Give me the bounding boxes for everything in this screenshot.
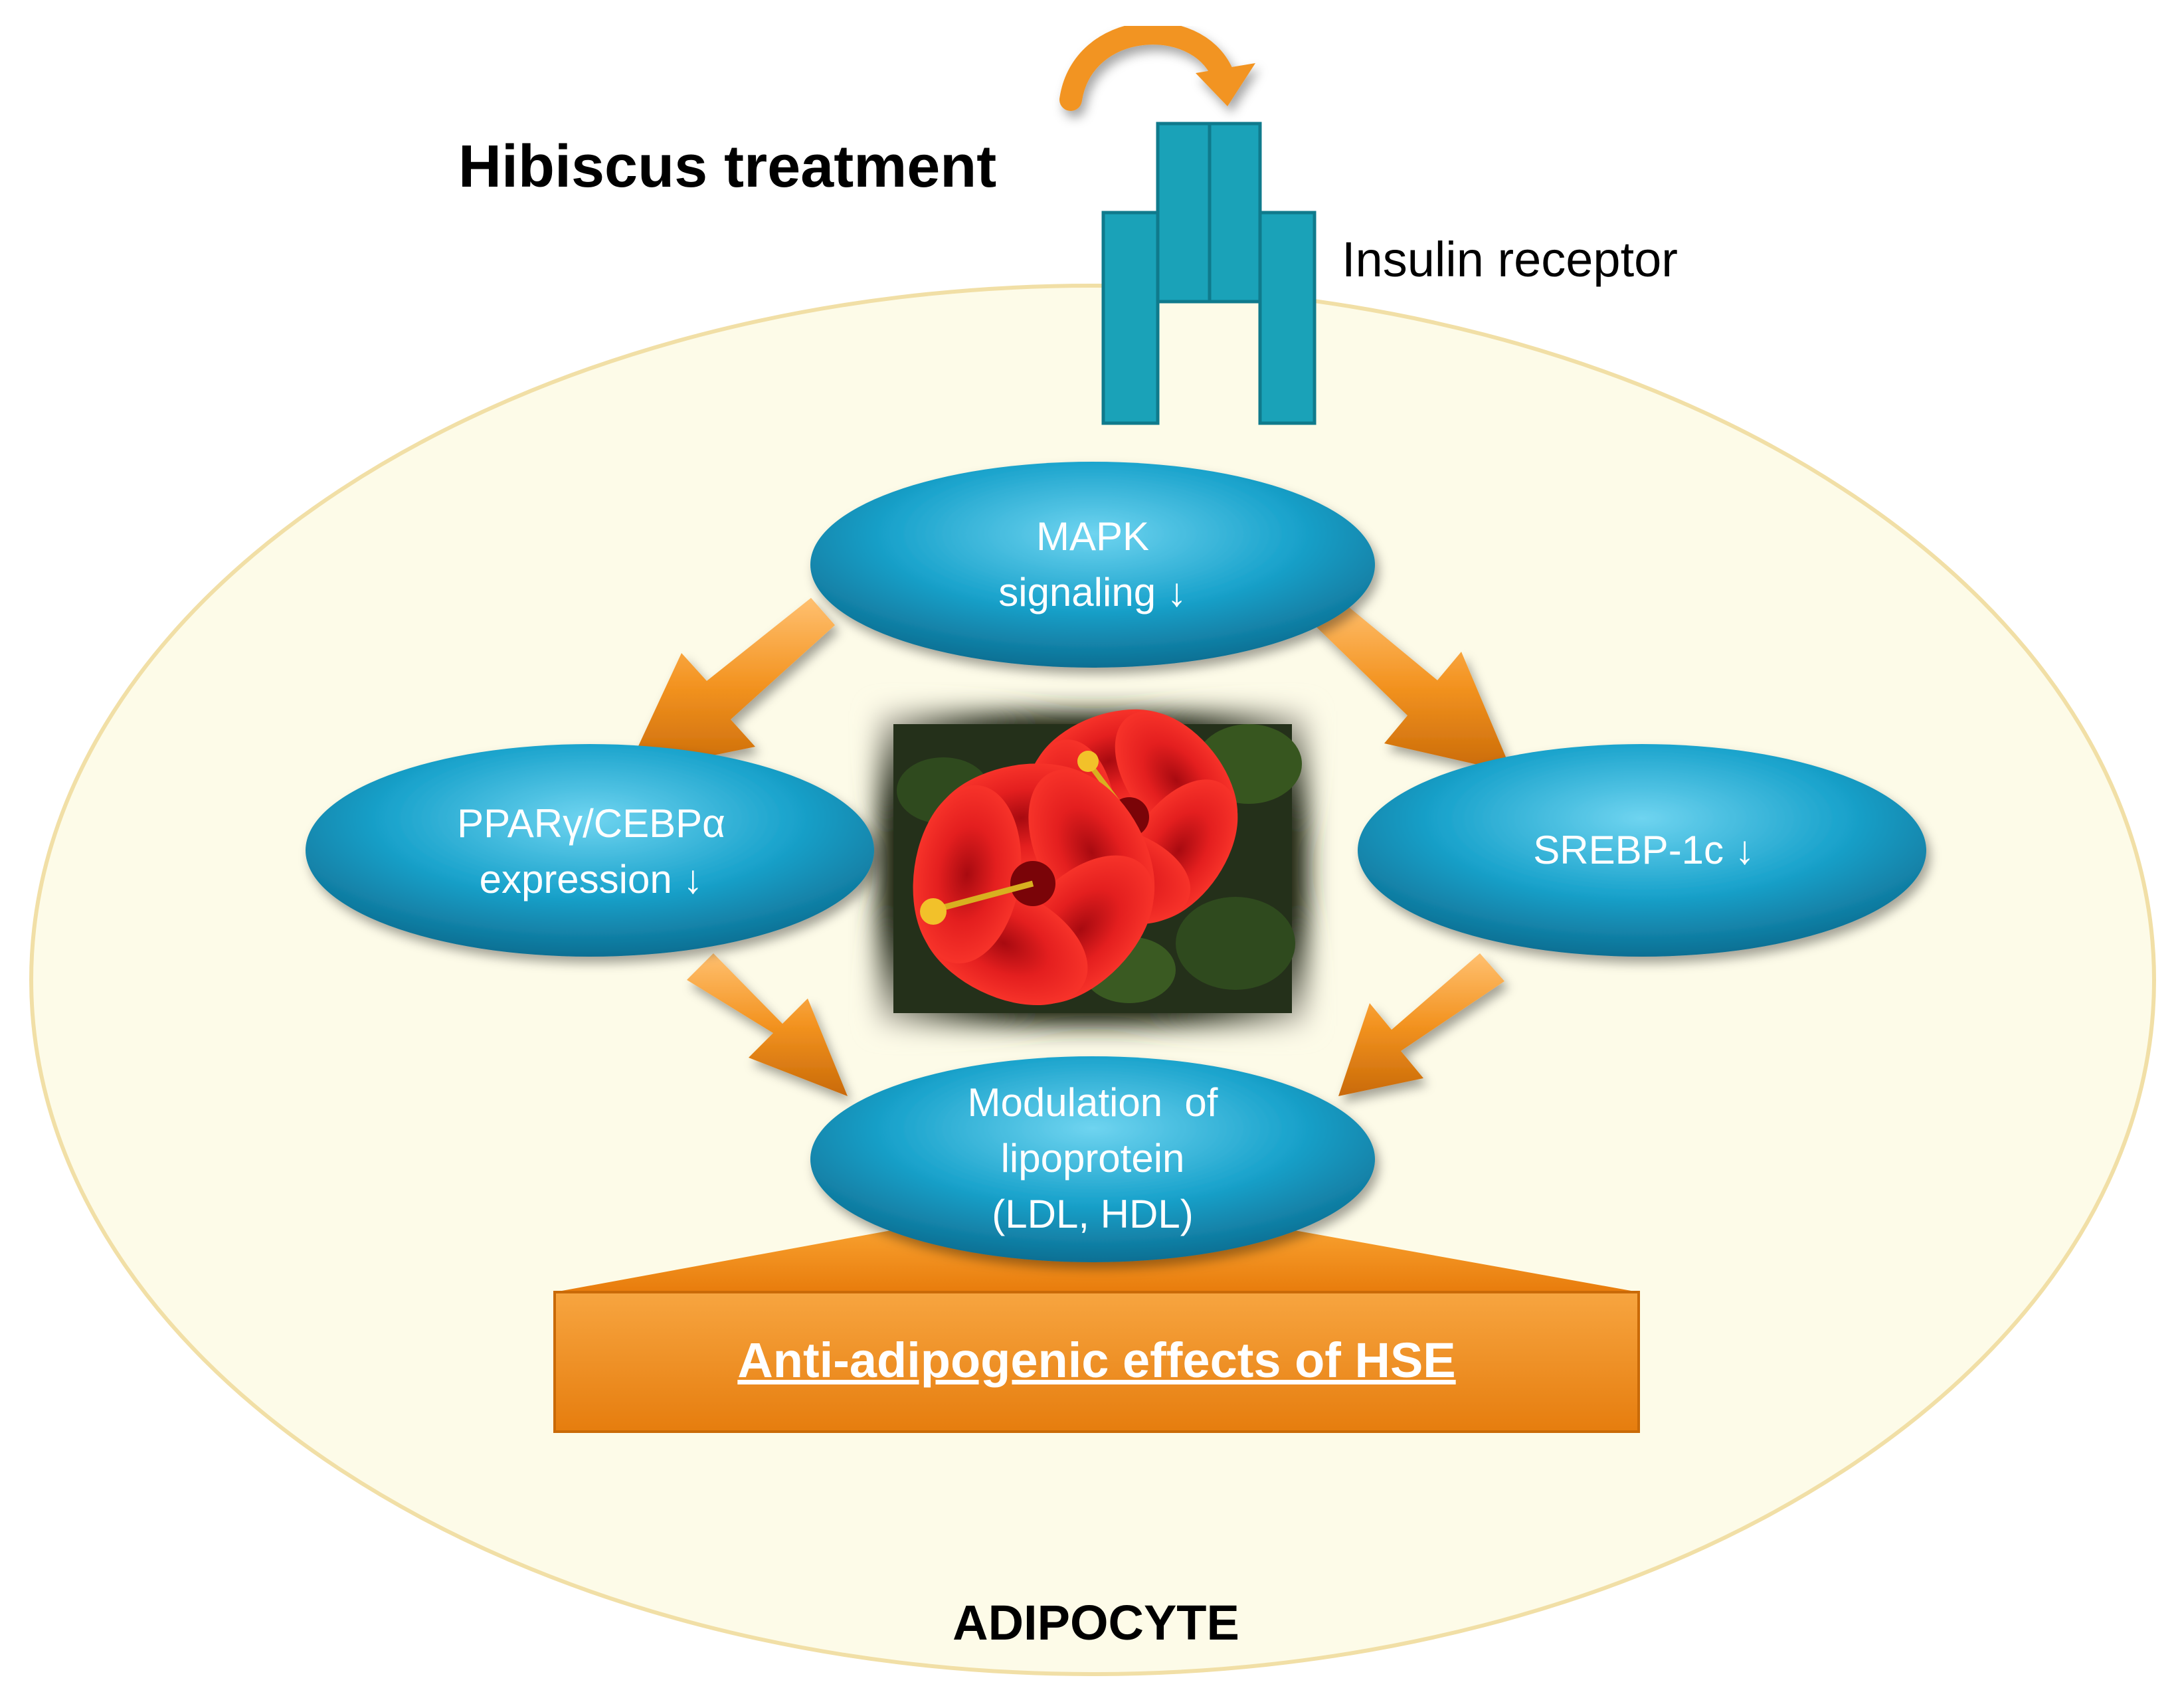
insulin-receptor-icon xyxy=(1101,122,1317,425)
adipocyte-label: ADIPOCYTE xyxy=(953,1595,1239,1650)
mapk-line2: signaling ↓ xyxy=(998,570,1187,615)
modulation-line2: lipoprotein xyxy=(1000,1136,1185,1181)
modulation-line3: (LDL, HDL) xyxy=(992,1192,1194,1236)
arrow-mapk-to-srebp xyxy=(1315,598,1512,773)
ppar-label: PPARγ/CEBPα expression ↓ xyxy=(372,796,810,907)
node-srebp xyxy=(1358,744,1926,957)
hibiscus-treatment-label: Hibiscus treatment xyxy=(458,134,997,200)
srebp-label: SREBP-1c ↓ xyxy=(1428,822,1860,878)
srebp-line1: SREBP-1c ↓ xyxy=(1533,828,1755,872)
ppar-line1: PPARγ/CEBPα xyxy=(457,801,725,846)
arrow-ppar-to-modulation xyxy=(687,953,848,1096)
mapk-label: MAPK signaling ↓ xyxy=(877,509,1309,620)
arrow-srebp-to-modulation xyxy=(1338,953,1504,1096)
effect-label: Anti-adipogenic effects of HSE xyxy=(737,1333,1456,1388)
arrow-mapk-to-ppar xyxy=(626,598,835,773)
node-modulation xyxy=(810,1056,1375,1262)
insulin-receptor-label: Insulin receptor xyxy=(1342,232,1678,287)
node-mapk xyxy=(810,462,1375,668)
effect-box xyxy=(553,1291,1640,1433)
modulation-line1: Modulation of xyxy=(967,1080,1218,1125)
hibiscus-flower-image xyxy=(877,709,1309,1026)
mapk-line1: MAPK xyxy=(1036,514,1150,559)
treatment-curved-arrow xyxy=(1059,22,1255,111)
ppar-line2: expression ↓ xyxy=(479,857,703,901)
node-ppar-cebp xyxy=(306,744,874,957)
modulation-label: Modulation of lipoprotein (LDL, HDL) xyxy=(877,1075,1309,1242)
